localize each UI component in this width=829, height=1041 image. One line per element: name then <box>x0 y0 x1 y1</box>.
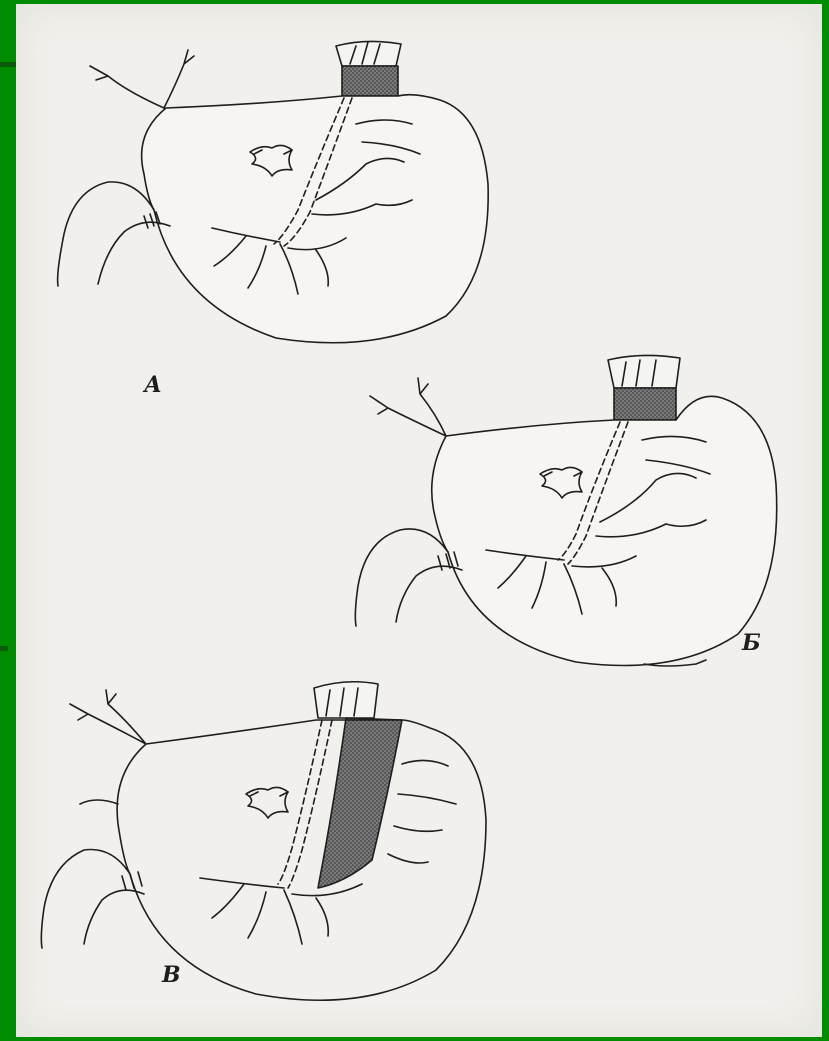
panel-a-stomach <box>58 41 489 342</box>
stomach-diagrams <box>16 4 822 1037</box>
figure-sheet: А Б В <box>16 4 822 1037</box>
panel-v-stomach <box>41 682 486 1001</box>
panel-label-a: А <box>144 374 162 396</box>
panel-label-b: Б <box>742 632 761 654</box>
panel-b-stomach <box>355 355 776 666</box>
accent-bar-middle <box>0 646 8 651</box>
accent-bar-top <box>0 62 16 67</box>
panel-label-v: В <box>162 964 181 986</box>
